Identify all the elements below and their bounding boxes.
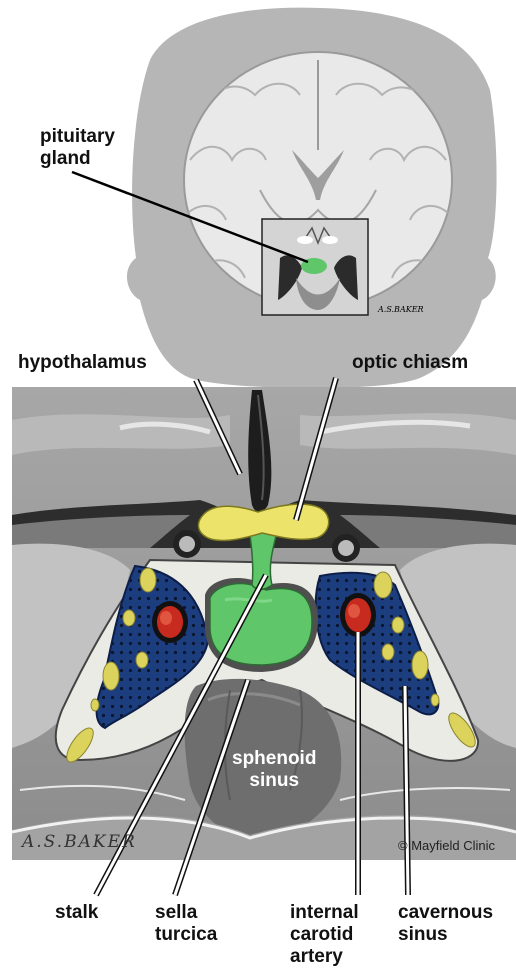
label-optic-chiasm: optic chiasm — [352, 352, 468, 374]
label-stalk: stalk — [55, 902, 98, 924]
copyright-credit: © Mayfield Clinic — [398, 838, 495, 853]
label-sella-turcica: sella turcica — [155, 902, 217, 946]
label-hypothalamus: hypothalamus — [18, 352, 147, 374]
artist-signature: A.S.BAKER — [22, 832, 137, 852]
label-pituitary-gland: pituitary gland — [40, 126, 115, 170]
label-cavernous-sinus: cavernous sinus — [398, 902, 493, 946]
thumbnail-signature: A.S.BAKER — [377, 305, 424, 314]
label-internal-carotid-artery: internal carotid artery — [290, 902, 359, 968]
label-sphenoid-sinus: sphenoid sinus — [232, 748, 316, 792]
